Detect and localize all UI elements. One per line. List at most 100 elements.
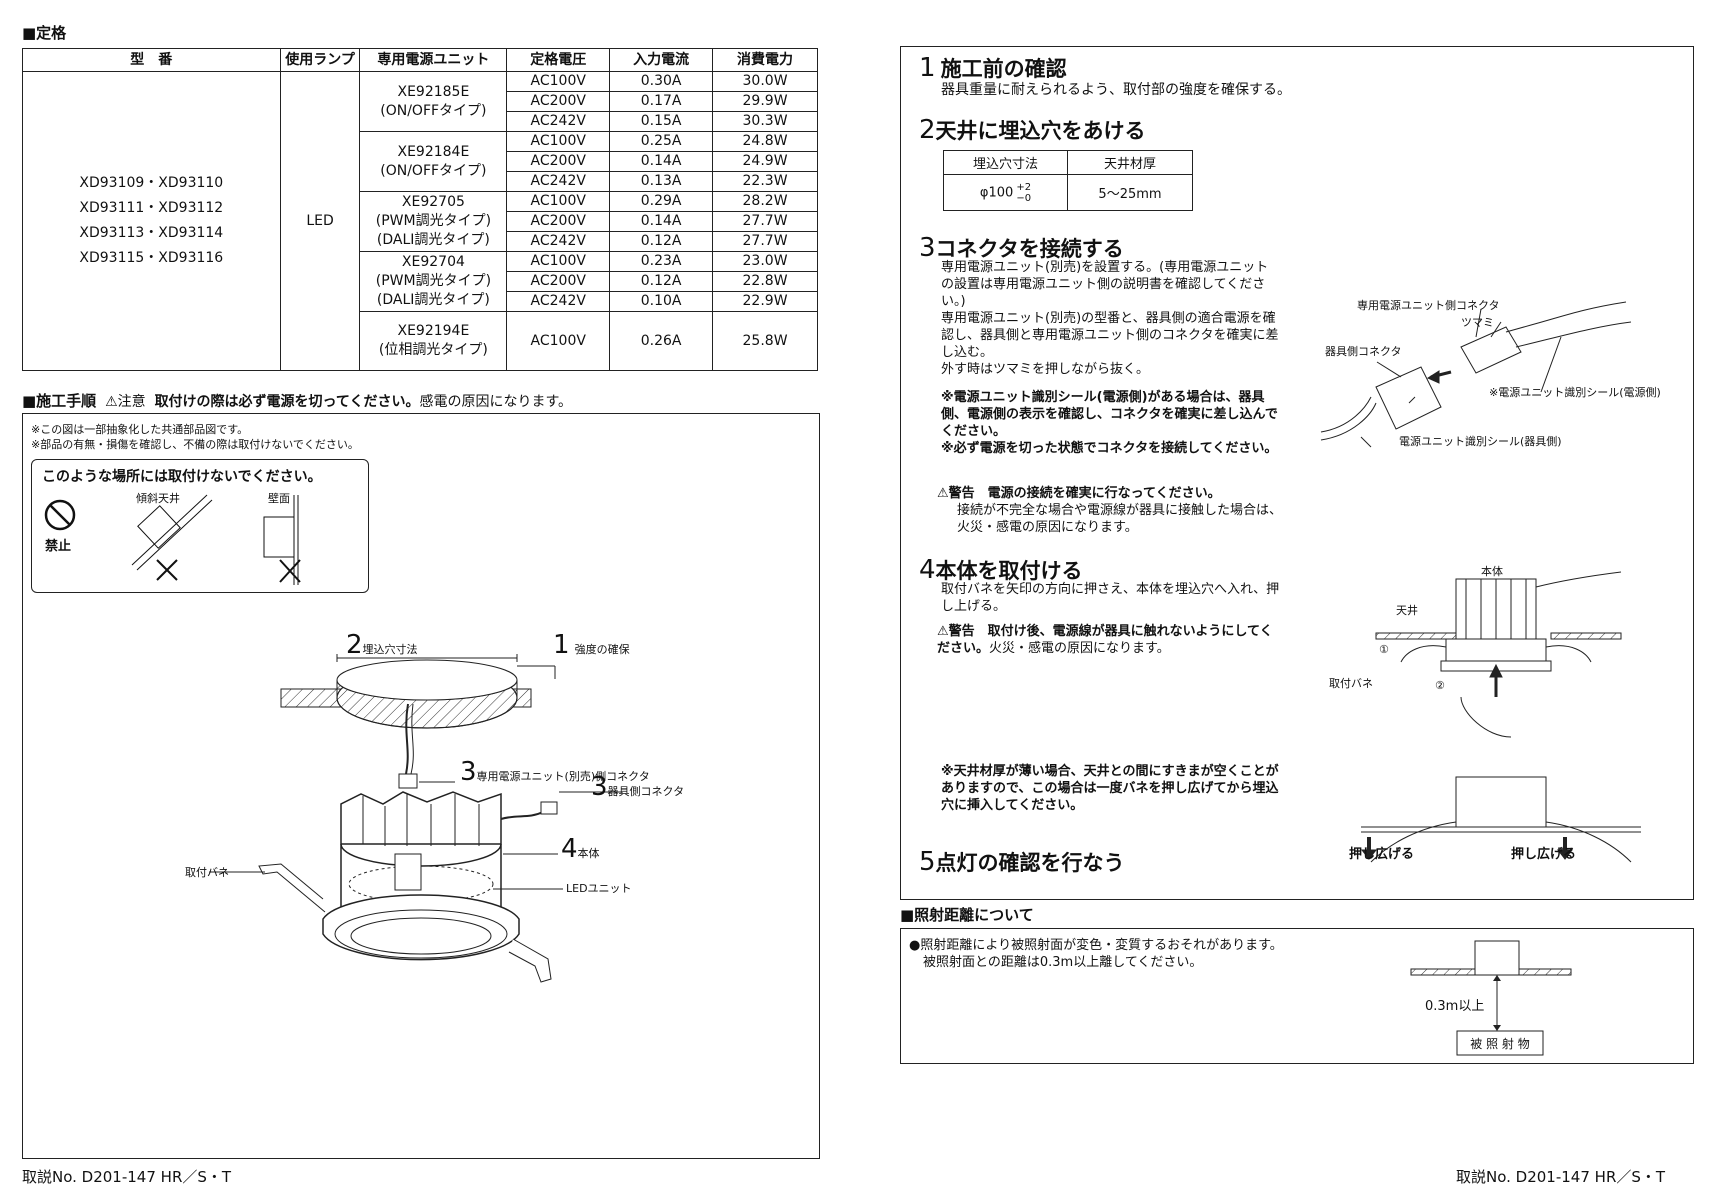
step5-num: 5 bbox=[919, 847, 936, 877]
voltage-cell: AC200V bbox=[506, 271, 611, 292]
lamp-cell: LED bbox=[279, 71, 361, 371]
leader-lines bbox=[209, 791, 623, 890]
distance-title: ■照射距離について bbox=[900, 906, 1034, 924]
push-label-left: 押し広げる bbox=[1349, 847, 1415, 862]
current-cell: 0.29A bbox=[609, 191, 714, 212]
step3-alert: ⚠警告 電源の接続を確実に行なってください。 接続が不完全な場合や電源線が器具に… bbox=[937, 485, 1282, 536]
step4-heading: 4本体を取付ける bbox=[919, 555, 1083, 585]
connector-drawing bbox=[1320, 301, 1632, 441]
current-cell: 0.25A bbox=[609, 131, 714, 152]
label-fixture-conn: 3器具側コネクタ bbox=[591, 772, 684, 802]
voltage-cell: AC200V bbox=[506, 151, 611, 172]
wall-label: 壁面 bbox=[268, 492, 290, 505]
num-4: 4 bbox=[561, 834, 578, 864]
step3-heading: 3コネクタを接続する bbox=[919, 233, 1124, 263]
unit-name: XE92704 bbox=[401, 254, 465, 270]
num-3b: 3 bbox=[591, 772, 608, 802]
power-cell: 27.7W bbox=[712, 231, 818, 252]
voltage-cell: AC242V bbox=[506, 171, 611, 192]
voltage-cell: AC242V bbox=[506, 111, 611, 132]
step3-alert-text: 接続が不完全な場合や電源線が器具に接触した場合は、火災・感電の原因になります。 bbox=[957, 503, 1283, 535]
note-abstract: ※この図は一部抽象化した共通部品図です。 bbox=[31, 423, 249, 436]
step4-text: 取付バネを矢印の方向に押さえ、本体を埋込穴へ入れ、押し上げる。 bbox=[941, 582, 1280, 614]
label-led: LEDユニット bbox=[566, 882, 632, 895]
distance-drawing bbox=[1410, 940, 1572, 1056]
power-cell: 24.8W bbox=[712, 131, 818, 152]
power-cell: 25.8W bbox=[712, 311, 818, 371]
unit-type: (ON/OFFタイプ) bbox=[380, 102, 487, 119]
unit-cell: XE92194E(位相調光タイプ) bbox=[359, 311, 508, 371]
warning-illustration bbox=[44, 494, 301, 585]
step1-title: 施工前の確認 bbox=[940, 57, 1067, 81]
current-cell: 0.10A bbox=[609, 291, 714, 312]
unit-cell: XE92185E(ON/OFFタイプ) bbox=[359, 71, 508, 132]
power-cell: 22.3W bbox=[712, 171, 818, 192]
ceiling-thickness: 5〜25mm bbox=[1067, 174, 1193, 211]
hdr-unit: 専用電源ユニット bbox=[359, 48, 508, 72]
current-cell: 0.26A bbox=[609, 311, 714, 371]
hole-h2: 天井材厚 bbox=[1067, 150, 1193, 175]
step2-heading: 2天井に埋込穴をあける bbox=[919, 115, 1146, 145]
step5-title: 点灯の確認を行なう bbox=[935, 851, 1125, 875]
hdr-lamp: 使用ランプ bbox=[279, 48, 361, 72]
hole-size-value: φ100 bbox=[979, 185, 1014, 200]
label-fixture-connector: 器具側コネクタ bbox=[1325, 345, 1402, 358]
step3-w2: ※必ず電源を切った状態でコネクタを接続してください。 bbox=[941, 441, 1278, 456]
power-cell: 22.8W bbox=[712, 271, 818, 292]
ceiling-hole-drawing bbox=[280, 654, 556, 789]
current-cell: 0.30A bbox=[609, 71, 714, 92]
label-spring: 取付バネ bbox=[185, 866, 229, 879]
step3-title: コネクタを接続する bbox=[935, 237, 1124, 261]
step4-alert-rest: 火災・感電の原因になります。 bbox=[989, 641, 1170, 656]
thin-ceiling-note: ※天井材厚が薄い場合、天井との間にすきまが空くことがありますので、この場合は一度… bbox=[941, 764, 1279, 813]
power-cell: 23.0W bbox=[712, 251, 818, 272]
current-cell: 0.14A bbox=[609, 211, 714, 232]
step3-num: 3 bbox=[919, 233, 936, 263]
current-cell: 0.12A bbox=[609, 271, 714, 292]
fixture-drawing bbox=[258, 791, 558, 983]
caution-bold: 取付けの際は必ず電源を切ってください。 bbox=[154, 394, 420, 410]
step3-p1: 専用電源ユニット(別売)を設置する。(専用電源ユニットの設置は専用電源ユニット側… bbox=[941, 260, 1269, 309]
step3-alert-head: ⚠警告 電源の接続を確実に行なってください。 bbox=[937, 486, 1221, 501]
step4-alert: ⚠警告 取付け後、電源線が器具に触れないようにしてください。火災・感電の原因にな… bbox=[937, 623, 1282, 657]
label-hole: 2埋込穴寸法 bbox=[346, 630, 418, 660]
label-power-conn: 3専用電源ユニット(別売)側コネクタ bbox=[460, 757, 650, 787]
label-body-text: 本体 bbox=[577, 847, 600, 860]
step4-alert-head: ⚠警告 取付け後、電源線が器具に触れないようにしてください。 bbox=[937, 624, 1273, 656]
note-check: ※部品の有無・損傷を確認し、不備の際は取付けないでください。 bbox=[31, 438, 359, 451]
voltage-cell: AC100V bbox=[506, 71, 611, 92]
step1-text: 器具重量に耐えられるよう、取付部の強度を確保する。 bbox=[941, 82, 1291, 98]
step5-heading: 5点灯の確認を行なう bbox=[919, 847, 1125, 877]
num-1: 1 bbox=[553, 630, 570, 660]
spread-drawing bbox=[1360, 776, 1641, 863]
label-seal-fixture: 電源ユニット識別シール(器具側) bbox=[1399, 435, 1562, 448]
slope-label: 傾斜天井 bbox=[136, 492, 180, 505]
unit-type: (ON/OFFタイプ) bbox=[380, 162, 487, 179]
voltage-cell: AC100V bbox=[506, 131, 611, 152]
prohibit-icon bbox=[44, 499, 76, 531]
current-cell: 0.23A bbox=[609, 251, 714, 272]
tol-dn: −0 bbox=[1016, 192, 1032, 204]
label-s4-ceiling: 天井 bbox=[1396, 604, 1418, 617]
push-label-right: 押し広げる bbox=[1511, 847, 1577, 862]
hole-size: φ100+2−0 bbox=[943, 174, 1068, 211]
leader-lines-s3 bbox=[1360, 308, 1562, 448]
label-seal-power: ※電源ユニット識別シール(電源側) bbox=[1489, 386, 1661, 399]
caution-mark: ⚠注意 bbox=[105, 394, 146, 410]
model-number: XD93109・XD93110 bbox=[79, 175, 224, 191]
step1-heading: 1 施工前の確認 bbox=[919, 53, 1067, 83]
power-cell: 28.2W bbox=[712, 191, 818, 212]
power-cell: 24.9W bbox=[712, 151, 818, 172]
num-2: 2 bbox=[346, 630, 363, 660]
procedure-frame: ※この図は一部抽象化した共通部品図です。 ※部品の有無・損傷を確認し、不備の際は… bbox=[22, 413, 820, 1159]
label-s4-spring: 取付バネ bbox=[1329, 677, 1373, 690]
unit-type: (位相調光タイプ) bbox=[378, 342, 488, 358]
mounting-drawing bbox=[1375, 571, 1622, 738]
label-strength-text: 強度の確保 bbox=[574, 643, 630, 656]
step3-w1: ※電源ユニット識別シール(電源側)がある場合は、器具側、電源側の表示を確認し、コ… bbox=[941, 390, 1278, 439]
unit-cell: XE92704(PWM調光タイプ) (DALI調光タイプ) bbox=[359, 251, 508, 312]
current-cell: 0.12A bbox=[609, 231, 714, 252]
